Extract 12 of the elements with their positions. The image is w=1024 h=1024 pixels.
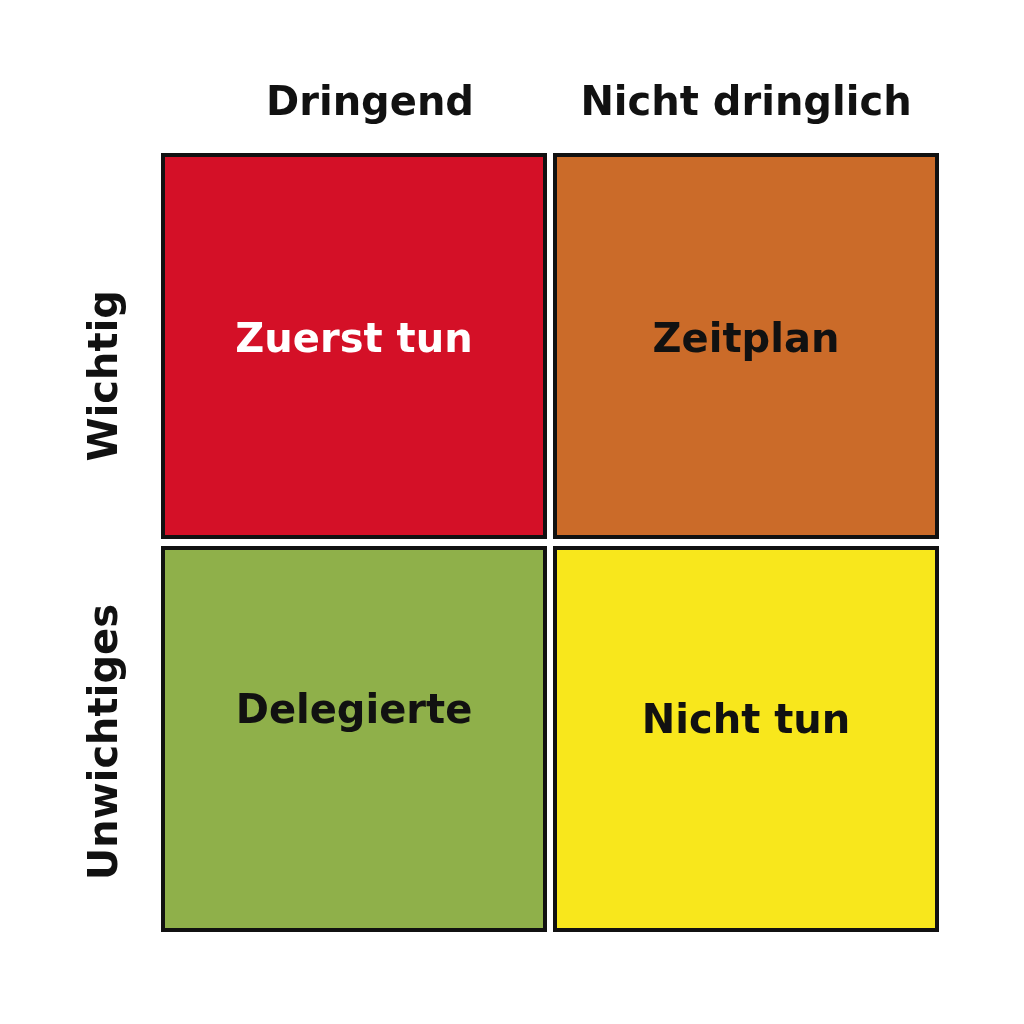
quadrant-box [161, 546, 547, 932]
quadrant-label: Zuerst tun [235, 315, 473, 361]
row-header: Wichtig [80, 290, 126, 462]
quadrant-box [161, 153, 547, 539]
column-header: Dringend [266, 78, 474, 124]
quadrant-box [553, 153, 939, 539]
quadrant-label: Zeitplan [652, 315, 840, 361]
row-header: Unwichtiges [80, 603, 126, 881]
quadrant-label: Nicht tun [641, 696, 851, 742]
quadrant-label: Delegierte [235, 686, 473, 732]
quadrant-box [553, 546, 939, 932]
column-header: Nicht dringlich [580, 78, 912, 124]
